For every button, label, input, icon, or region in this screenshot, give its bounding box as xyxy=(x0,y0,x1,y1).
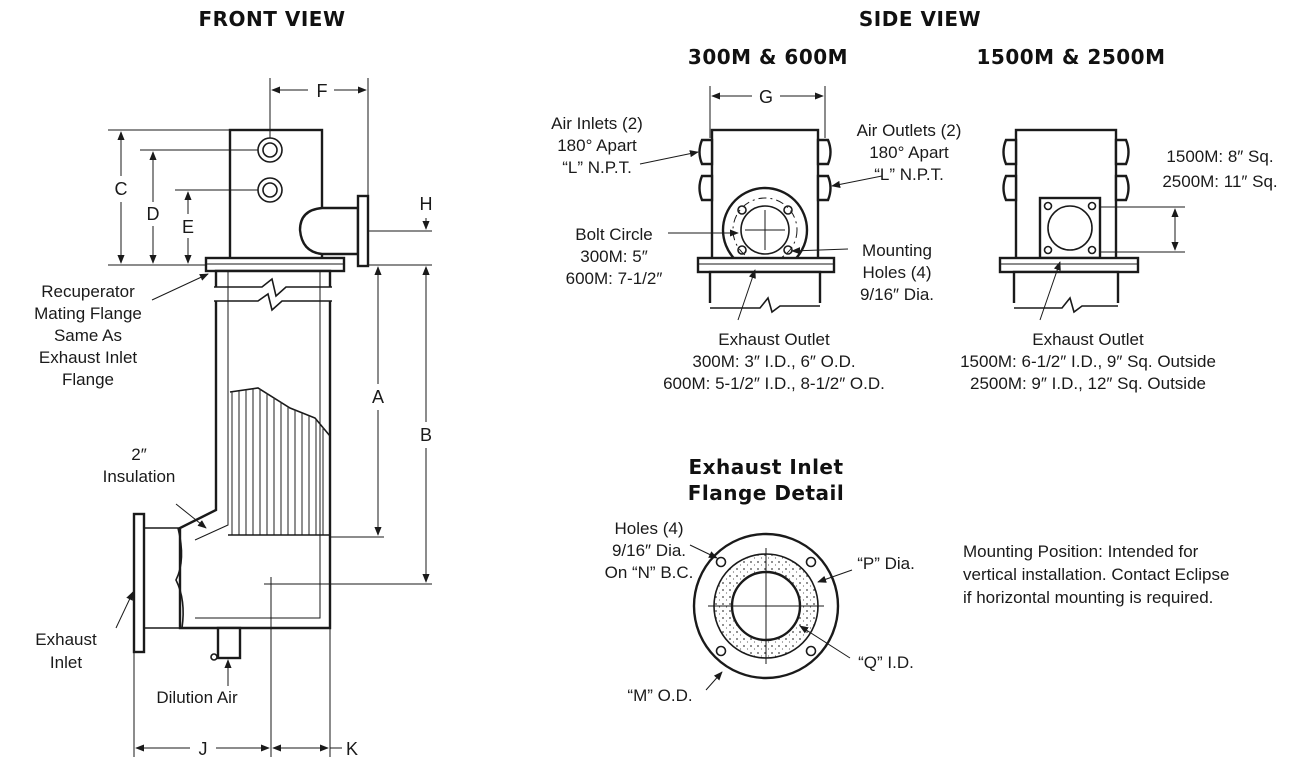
recuperator-label-4: Exhaust Inlet xyxy=(39,348,138,367)
dim-h: H xyxy=(420,194,433,214)
bolt-circle-label-2: 300M: 5″ xyxy=(580,247,647,266)
small-exhaust-outlet-label-3: 600M: 5-1/2″ I.D., 8-1/2″ O.D. xyxy=(663,374,885,393)
air-outlets-label-2: 180° Apart xyxy=(869,143,949,162)
dim-d: D xyxy=(147,204,160,224)
flange-holes-label-2: 9/16″ Dia. xyxy=(612,541,686,560)
tube-bundle xyxy=(228,387,331,536)
flange-detail-heading-line2: Flange Detail xyxy=(688,481,845,505)
flange-holes-label-1: Holes (4) xyxy=(615,519,684,538)
main-shell xyxy=(178,269,332,630)
dim-b: B xyxy=(420,425,432,445)
small-mounting-flange xyxy=(696,256,836,274)
side-view-small-drawing: G Air Inlets (2) 180° Apart “L” N.P.T. A… xyxy=(551,86,961,393)
insulation-label-2: Insulation xyxy=(103,467,176,486)
side-outlet-flange xyxy=(356,194,370,268)
mounting-note-line-2: vertical installation. Contact Eclipse xyxy=(963,565,1229,584)
dim-e: E xyxy=(182,217,194,237)
dilution-air-label: Dilution Air xyxy=(156,688,238,707)
small-exhaust-outlet-label-2: 300M: 3″ I.D., 6″ O.D. xyxy=(692,352,855,371)
mounting-note: Mounting Position: Intended for vertical… xyxy=(963,542,1229,607)
large-square-flange xyxy=(1038,196,1102,260)
small-exhaust-outlet-label-1: Exhaust Outlet xyxy=(718,330,830,349)
large-exhaust-outlet-label-1: Exhaust Outlet xyxy=(1032,330,1144,349)
flange-m-od-label: “M” O.D. xyxy=(627,686,692,705)
flange-holes-label-3: On “N” B.C. xyxy=(605,563,694,582)
bolt-circle-label-3: 600M: 7-1/2″ xyxy=(566,269,663,288)
air-outlets-label-3: “L” N.P.T. xyxy=(874,165,944,184)
flange-p-dia-label: “P” Dia. xyxy=(857,554,915,573)
air-outlets-label-1: Air Outlets (2) xyxy=(857,121,962,140)
mounting-holes-label-3: 9/16″ Dia. xyxy=(860,285,934,304)
model-small-heading: 300M & 600M xyxy=(688,45,848,69)
large-mounting-flange xyxy=(998,256,1140,274)
flange-detail-heading-line1: Exhaust Inlet xyxy=(688,455,843,479)
air-inlets-label-3: “L” N.P.T. xyxy=(562,158,632,177)
side-view-heading: SIDE VIEW xyxy=(859,7,981,31)
mounting-holes-label-1: Mounting xyxy=(862,241,932,260)
dim-c: C xyxy=(115,179,128,199)
exhaust-inlet-label-2: Inlet xyxy=(50,653,82,672)
bolt-circle-label-1: Bolt Circle xyxy=(575,225,652,244)
large-exhaust-outlet-label-2: 1500M: 6-1/2″ I.D., 9″ Sq. Outside xyxy=(960,352,1216,371)
recuperator-label-1: Recuperator xyxy=(41,282,135,301)
dim-a: A xyxy=(372,387,384,407)
dim-j: J xyxy=(199,739,208,759)
square-size-label-2: 2500M: 11″ Sq. xyxy=(1162,172,1277,191)
exhaust-inlet-flange xyxy=(132,512,146,654)
dim-f: F xyxy=(317,81,328,101)
air-inlets-label-2: 180° Apart xyxy=(557,136,637,155)
flange-detail-drawing: Holes (4) 9/16″ Dia. On “N” B.C. “P” Dia… xyxy=(605,519,915,705)
large-exhaust-outlet-label-3: 2500M: 9″ I.D., 12″ Sq. Outside xyxy=(970,374,1206,393)
dim-k: K xyxy=(346,739,358,759)
front-view-drawing: C D E F H A B J xyxy=(34,78,433,759)
air-inlets-label-1: Air Inlets (2) xyxy=(551,114,643,133)
recuperator-label-5: Flange xyxy=(62,370,114,389)
square-size-label-1: 1500M: 8″ Sq. xyxy=(1166,147,1273,166)
dim-g: G xyxy=(759,87,773,107)
dilution-air-pipe xyxy=(216,626,242,660)
mounting-note-line-1: Mounting Position: Intended for xyxy=(963,542,1199,561)
exhaust-inlet-label-1: Exhaust xyxy=(35,630,97,649)
mounting-holes-label-2: Holes (4) xyxy=(863,263,932,282)
front-view-heading: FRONT VIEW xyxy=(198,7,345,31)
model-large-heading: 1500M & 2500M xyxy=(977,45,1166,69)
recuperator-label-3: Same As xyxy=(54,326,122,345)
mounting-note-line-3: if horizontal mounting is required. xyxy=(963,588,1213,607)
side-outlet-elbow xyxy=(298,206,360,256)
flange-q-id-label: “Q” I.D. xyxy=(858,653,914,672)
insulation-label-1: 2″ xyxy=(131,445,146,464)
side-view-large-drawing: 1500M: 8″ Sq. 2500M: 11″ Sq. Exhaust Out… xyxy=(960,128,1278,393)
recuperator-label-2: Mating Flange xyxy=(34,304,142,323)
